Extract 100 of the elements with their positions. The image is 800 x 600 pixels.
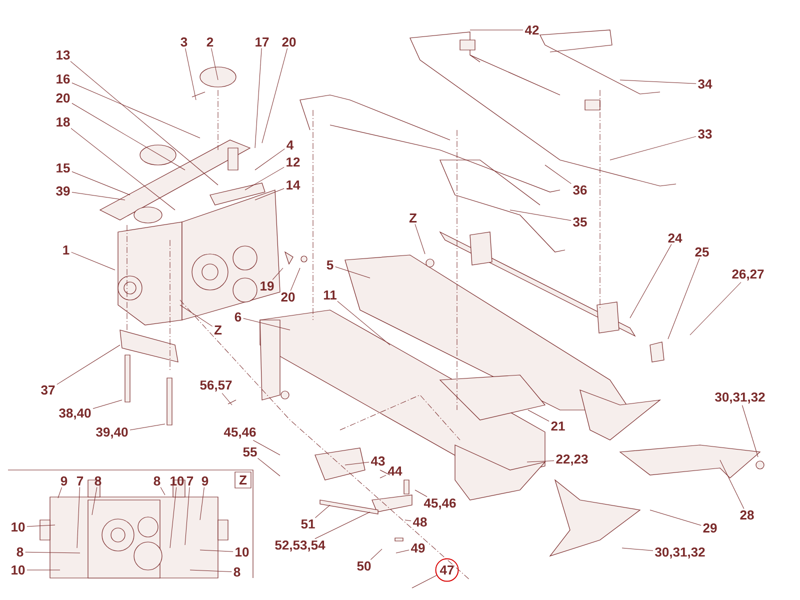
leader-line	[314, 512, 370, 539]
leader-line	[170, 487, 177, 548]
callout-number: 52,53,54	[275, 540, 326, 552]
leader-line	[72, 103, 186, 170]
callout-number: 7	[186, 476, 194, 486]
callout-number: 45,46	[224, 427, 256, 439]
leader-line	[272, 268, 284, 280]
leader-line	[211, 48, 218, 80]
leader-line	[180, 304, 213, 327]
callout-number: 8	[94, 476, 102, 486]
leader-line	[56, 344, 120, 385]
callout-number: 10	[12, 522, 25, 532]
callout-number: 8	[234, 567, 240, 577]
leader-line	[190, 570, 232, 572]
leader-line	[160, 487, 166, 496]
callout-number: 8	[154, 476, 160, 486]
leader-line	[335, 266, 370, 278]
callout-number: 14	[286, 180, 300, 190]
leader-line	[72, 192, 126, 200]
leader-line	[610, 136, 696, 160]
callout-number: 34	[698, 79, 712, 89]
leader-line	[412, 575, 437, 588]
leader-line	[92, 400, 122, 409]
callout-number: 48	[412, 517, 427, 527]
callout-number: 22,23	[556, 454, 588, 466]
leader-line	[344, 462, 370, 466]
leader-line	[200, 550, 234, 552]
leader-line	[622, 548, 654, 551]
leader-line	[414, 490, 428, 497]
callout-number: 6	[234, 312, 242, 322]
leader-line	[510, 210, 572, 221]
callout-number: 20	[281, 292, 295, 302]
callout-number: 8	[16, 547, 24, 557]
callout-number: 10	[236, 547, 249, 557]
leader-line	[72, 82, 200, 138]
leader-line	[528, 410, 550, 422]
leader-line	[337, 300, 390, 346]
callout-number: 10	[12, 565, 25, 575]
leader-line	[314, 504, 330, 518]
leader-line	[130, 424, 166, 430]
leader-line	[25, 552, 80, 554]
leader-line	[252, 440, 280, 456]
callout-number: Z	[409, 214, 417, 222]
leader-line	[544, 164, 572, 184]
leader-line	[70, 128, 176, 210]
callout-number: 17	[256, 38, 269, 46]
leader-line	[26, 524, 56, 527]
callout-number: 33	[698, 129, 712, 139]
leader-line	[370, 548, 382, 560]
leader-line	[76, 486, 80, 548]
leader-line	[650, 510, 702, 526]
circled-callout-number: 47	[435, 558, 459, 582]
callout-number: 1	[63, 246, 70, 254]
callout-number: 51	[301, 519, 315, 529]
callout-number: 39,40	[96, 427, 128, 439]
leader-line	[222, 393, 232, 406]
leader-line	[630, 244, 672, 318]
leader-line	[262, 48, 288, 144]
callout-number: 11	[324, 290, 337, 300]
callout-number: 45,46	[424, 498, 456, 510]
leader-line	[254, 48, 262, 148]
callout-number: 7	[76, 476, 84, 486]
callout-number: 55	[243, 447, 257, 457]
leader-line	[243, 318, 290, 330]
callout-number: 29	[703, 523, 717, 533]
callout-number: 35	[573, 217, 587, 227]
leader-line	[690, 282, 742, 336]
callout-number: 2	[206, 37, 214, 47]
callout-number: 10	[170, 476, 184, 486]
callout-number: 39	[56, 186, 70, 196]
callout-number: 26,27	[732, 269, 764, 281]
leader-line	[92, 487, 98, 516]
leader-line	[254, 188, 284, 200]
callout-number: 3	[180, 37, 188, 47]
callout-number: 38,40	[59, 408, 91, 420]
leader-line	[244, 166, 284, 190]
callout-number: 15	[56, 163, 70, 173]
callout-number: 20	[56, 93, 70, 103]
leader-line	[254, 148, 285, 170]
callout-number: 28	[740, 510, 754, 520]
leader-line	[526, 460, 554, 462]
leader-line	[200, 487, 204, 520]
callout-number: 21	[551, 421, 565, 431]
callout-number: 36	[573, 185, 587, 195]
callout-number: 4	[286, 140, 294, 150]
callout-number: 43	[370, 456, 385, 466]
leader-line	[72, 171, 130, 196]
callout-number: 20	[282, 37, 296, 47]
leader-line	[185, 48, 196, 100]
callout-number: 25	[695, 247, 709, 257]
callout-number: 13	[56, 50, 70, 60]
leader-line	[70, 61, 218, 186]
leader-line	[720, 460, 744, 509]
callout-number: 30,31,32	[715, 392, 765, 404]
callout-number: 5	[326, 260, 334, 270]
leader-line	[396, 550, 410, 554]
callout-number: 9	[60, 476, 68, 486]
callout-number: 16	[56, 74, 70, 84]
callout-number: 56,57	[200, 380, 232, 392]
callout-number: 49	[410, 543, 425, 553]
